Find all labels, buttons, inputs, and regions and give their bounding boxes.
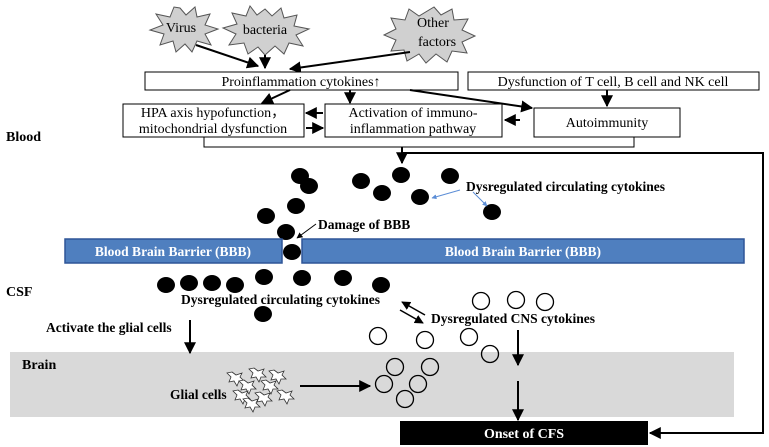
other-factors-starburst: Other factors xyxy=(382,6,477,64)
other-factors-label-line2: factors xyxy=(418,35,456,50)
glial-cell-star xyxy=(232,389,251,405)
cns-cytokine-circle xyxy=(395,389,415,409)
cns-cytokines-group xyxy=(368,290,555,409)
autoimmunity-label: Autoimmunity xyxy=(566,116,648,131)
crossing-cytokine-dot xyxy=(283,244,301,260)
proinflammation-box: Proinflammation cytokines↑ xyxy=(144,71,459,91)
blood-cytokines-group xyxy=(257,167,501,240)
csf-cytokine-dot xyxy=(254,306,272,322)
blood-cytokine-dot xyxy=(300,178,318,194)
dysregulated-circulating-blood-label: Dysregulated circulating cytokines xyxy=(466,179,665,194)
glial-cell-star xyxy=(276,389,295,405)
lymphocyte-dysfunction-box: Dysfunction of T cell, B cell and NK cel… xyxy=(467,71,760,91)
blood-cytokine-dot xyxy=(257,208,275,224)
region-label-csf: CSF xyxy=(6,285,32,300)
brain-region-band xyxy=(10,352,734,417)
blood-cytokine-dot xyxy=(277,224,295,240)
exchange-arrow-up xyxy=(401,301,426,316)
glial-cell-star xyxy=(260,379,279,395)
blood-cytokine-dot xyxy=(287,198,305,214)
hpa-axis-box: HPA axis hypofunction， mitochondrial dys… xyxy=(122,103,305,138)
blood-cytokine-dot xyxy=(441,168,459,184)
virus-starburst: Virus xyxy=(148,6,220,53)
blood-cytokine-dot xyxy=(352,173,370,189)
arrow-cytokines-to-hpa xyxy=(260,89,291,104)
csf-cytokine-dot xyxy=(157,277,175,293)
arrow-other-to-cytokines xyxy=(288,51,411,74)
cns-cytokine-circle xyxy=(408,374,428,394)
csf-cytokine-dot xyxy=(293,270,311,286)
bbb-left-bar: Blood Brain Barrier (BBB) xyxy=(64,238,283,264)
cns-cytokine-circle xyxy=(471,291,491,311)
glial-cells-cluster xyxy=(226,367,295,413)
csf-cytokines-group xyxy=(157,269,390,322)
immuno-inflammation-label-line1: Activation of immuno- xyxy=(348,106,477,121)
bbb-left-label: Blood Brain Barrier (BBB) xyxy=(95,244,251,259)
indicator-arrow-right xyxy=(472,191,488,207)
virus-label: Virus xyxy=(166,21,196,36)
proinflammation-label: Proinflammation cytokines↑ xyxy=(221,75,380,90)
dysregulated-cns-label: Dysregulated CNS cytokines xyxy=(431,311,595,326)
exchange-arrow-down xyxy=(399,309,424,324)
immuno-inflammation-box: Activation of immuno- inflammation pathw… xyxy=(324,103,503,138)
glial-cell-star xyxy=(226,371,245,387)
csf-cytokine-dot xyxy=(372,277,390,293)
glial-cell-star xyxy=(248,367,267,383)
cns-cytokine-circle xyxy=(480,344,500,364)
cns-cytokine-circle xyxy=(420,357,440,377)
cns-cytokine-circle xyxy=(374,374,394,394)
arrow-blood-to-onset-path xyxy=(402,152,764,439)
cns-cytokine-circle xyxy=(368,326,388,346)
cns-cytokine-circle xyxy=(459,327,479,347)
arrow-damage-to-bbb xyxy=(296,223,317,239)
bacteria-starburst: bacteria xyxy=(221,5,311,56)
cns-cytokine-circle xyxy=(385,357,405,377)
hpa-axis-label-line2: mitochondrial dysfunction xyxy=(139,122,287,137)
indicator-arrow-left xyxy=(431,189,461,200)
immuno-inflammation-label-line2: inflammation pathway xyxy=(350,122,476,137)
cns-cytokine-circle xyxy=(535,292,555,312)
activate-glial-label: Activate the glial cells xyxy=(46,320,172,335)
damage-bbb-label: Damage of BBB xyxy=(318,217,410,232)
hpa-axis-label-line1: HPA axis hypofunction， xyxy=(141,106,285,121)
glial-cell-star xyxy=(238,379,257,395)
arrow-virus-to-cytokines xyxy=(195,44,260,69)
onset-of-cfs-box: Onset of CFS xyxy=(400,421,648,445)
other-factors-label-line1: Other xyxy=(417,16,449,31)
glial-cell-star xyxy=(242,397,261,413)
glial-cell-star xyxy=(268,369,287,385)
glial-cell-star xyxy=(254,391,273,407)
csf-cytokine-dot xyxy=(180,275,198,291)
summary-bracket xyxy=(203,137,635,148)
cns-cytokine-circle xyxy=(506,290,526,310)
region-label-brain: Brain xyxy=(22,358,56,373)
blood-cytokine-dot xyxy=(392,167,410,183)
autoimmunity-box: Autoimmunity xyxy=(533,107,681,138)
onset-of-cfs-label: Onset of CFS xyxy=(484,427,564,442)
csf-cytokine-dot xyxy=(334,270,352,286)
csf-cytokine-dot xyxy=(226,277,244,293)
arrow-cytokines-to-autoimmunity xyxy=(409,89,534,113)
lymphocyte-dysfunction-label: Dysfunction of T cell, B cell and NK cel… xyxy=(498,75,729,90)
cns-cytokine-circle xyxy=(415,330,435,350)
bbb-right-bar: Blood Brain Barrier (BBB) xyxy=(301,238,745,264)
bacteria-label: bacteria xyxy=(243,23,288,38)
bbb-right-label: Blood Brain Barrier (BBB) xyxy=(445,244,601,259)
blood-cytokine-dot xyxy=(373,185,391,201)
dysregulated-circulating-csf-label: Dysregulated circulating cytokines xyxy=(181,292,380,307)
blood-cytokine-dot xyxy=(483,204,501,220)
csf-cytokine-dot xyxy=(255,269,273,285)
region-label-blood: Blood xyxy=(6,130,41,145)
blood-cytokine-dot xyxy=(411,189,429,205)
csf-cytokine-dot xyxy=(203,275,221,291)
glial-cells-label: Glial cells xyxy=(170,387,227,402)
